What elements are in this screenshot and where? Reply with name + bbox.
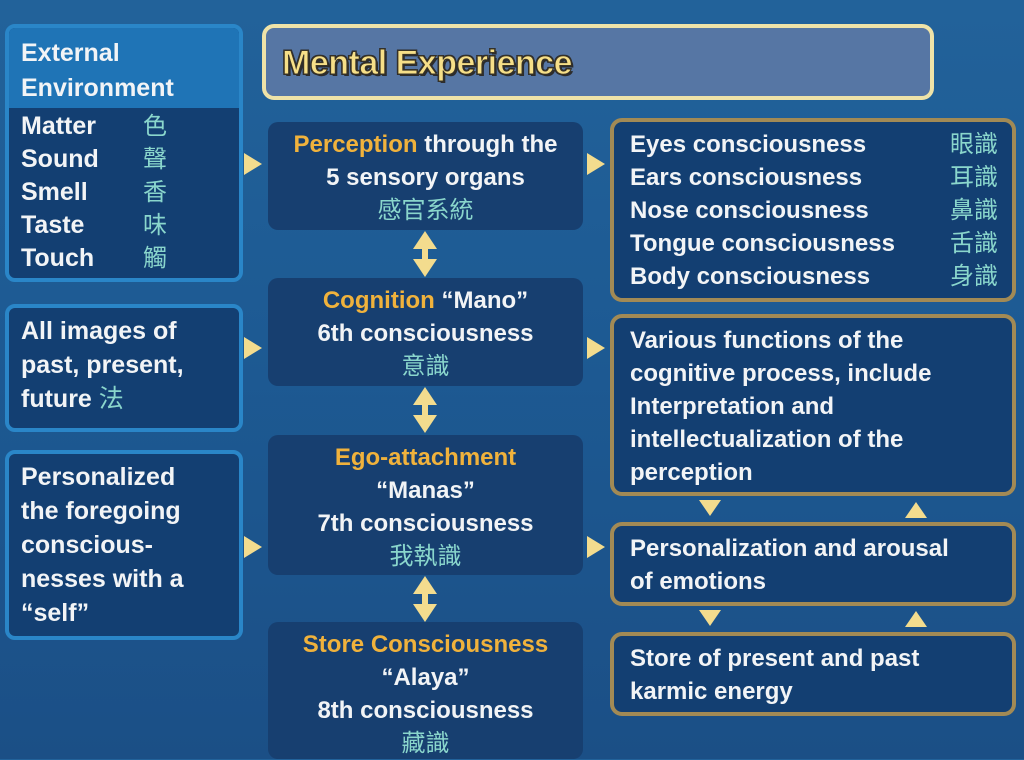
- text-line: 8th consciousness: [317, 697, 534, 724]
- text-rest: through the: [417, 131, 558, 158]
- sense-object-en: Touch: [21, 244, 95, 272]
- karmic-energy-box: Store of present and past karmic energy: [610, 632, 1016, 716]
- sense-object-zh: 味: [143, 211, 167, 239]
- consciousness-row: Tongue consciousness 舌識: [630, 227, 998, 260]
- arrow-right-icon: [587, 337, 605, 359]
- text-line: Cognition “Mano”: [268, 284, 583, 317]
- title-banner: Mental Experience: [262, 24, 934, 100]
- all-images-box: All images of past, present, future 法: [5, 304, 243, 432]
- text-line: 5 sensory organs: [326, 164, 525, 191]
- text-zh: 法: [98, 384, 124, 413]
- consciousness-row: Nose consciousness 鼻識: [630, 194, 998, 227]
- highlight-term: Cognition: [322, 287, 435, 314]
- double-arrow-vertical-icon: [413, 231, 437, 277]
- text-line: the foregoing: [21, 497, 181, 525]
- arrow-right-icon: [587, 536, 605, 558]
- text-line: nesses with a: [21, 565, 184, 593]
- arrow-down-icon: [699, 500, 721, 516]
- sense-object-row: Sound 聲: [21, 143, 229, 176]
- consciousness-en: Tongue consciousness: [630, 230, 895, 257]
- text-line: past, present,: [21, 351, 184, 379]
- heading-line: External: [21, 39, 120, 67]
- text-line: All images of: [21, 317, 177, 345]
- arrow-down-icon: [699, 610, 721, 626]
- text-line: 7th consciousness: [317, 510, 534, 537]
- highlight-term: Perception: [293, 131, 418, 158]
- consciousness-row: Eyes consciousness 眼識: [630, 128, 998, 161]
- consciousness-zh: 耳識: [950, 163, 998, 191]
- text-line: cognitive process, include: [630, 360, 932, 387]
- text-line: Interpretation and: [630, 393, 835, 420]
- text-zh: 藏識: [401, 729, 450, 757]
- sense-object-row: Matter 色: [21, 110, 229, 143]
- text-line: Personalized: [21, 463, 176, 491]
- double-arrow-vertical-icon: [413, 576, 437, 622]
- sense-object-en: Smell: [21, 178, 88, 206]
- arrow-up-icon: [905, 502, 927, 518]
- text-line: conscious-: [21, 531, 153, 559]
- emotions-box: Personalization and arousal of emotions: [610, 522, 1016, 606]
- text-zh: 感官系統: [377, 196, 474, 224]
- sense-object-zh: 聲: [143, 145, 167, 173]
- text-zh: 我執識: [389, 542, 462, 570]
- cognition-box: Cognition “Mano” 6th consciousness 意識: [268, 278, 583, 386]
- sense-object-en: Matter: [21, 112, 97, 140]
- text-line: intellectualization of the: [630, 426, 904, 453]
- consciousness-row: Ears consciousness 耳識: [630, 161, 998, 194]
- cognitive-functions-box: Various functions of the cognitive proce…: [610, 314, 1016, 496]
- consciousness-zh: 鼻識: [950, 196, 998, 224]
- text-line: Personalization and arousal: [630, 535, 949, 562]
- text-line: of emotions: [630, 568, 766, 595]
- personalized-self-box: Personalized the foregoing conscious- ne…: [5, 450, 243, 640]
- page-title: Mental Experience: [281, 44, 573, 83]
- arrow-right-icon: [244, 153, 262, 175]
- double-arrow-vertical-icon: [413, 387, 437, 433]
- text-line: Various functions of the: [630, 327, 904, 354]
- sense-object-row: Taste 味: [21, 209, 229, 242]
- external-environment-box: External Environment Matter 色 Sound 聲 Smel…: [5, 24, 243, 282]
- text-line: perception: [630, 459, 753, 486]
- text-rest: “Mano”: [434, 287, 529, 314]
- sense-object-zh: 觸: [143, 244, 167, 272]
- highlight-term: Store Consciousness: [302, 631, 549, 658]
- arrow-right-icon: [587, 153, 605, 175]
- text-line: Store of present and past: [630, 645, 920, 672]
- arrow-up-icon: [905, 611, 927, 627]
- highlight-term: Ego-attachment: [334, 444, 517, 471]
- sense-object-row: Smell 香: [21, 176, 229, 209]
- consciousness-en: Body consciousness: [630, 263, 871, 290]
- consciousness-en: Eyes consciousness: [630, 131, 867, 158]
- consciousness-en: Ears consciousness: [630, 164, 863, 191]
- consciousness-zh: 舌識: [950, 229, 998, 257]
- sense-consciousness-box: Eyes consciousness 眼識 Ears consciousness 耳…: [610, 118, 1016, 302]
- consciousness-row: Body consciousness 身識: [630, 260, 998, 293]
- consciousness-zh: 眼識: [950, 130, 998, 158]
- text-line: future 法: [21, 382, 227, 416]
- sense-object-zh: 色: [143, 112, 167, 140]
- sense-object-en: Taste: [21, 211, 85, 239]
- text-en: future: [21, 385, 92, 413]
- sense-object-row: Touch 觸: [21, 242, 229, 275]
- text-line: Perception through the: [268, 128, 583, 161]
- consciousness-zh: 身識: [950, 262, 998, 290]
- sense-object-zh: 香: [143, 178, 167, 206]
- external-environment-heading: External Environment: [9, 28, 239, 108]
- ego-attachment-box: Ego-attachment “Manas” 7th consciousness…: [268, 435, 583, 575]
- text-line: “self”: [21, 599, 90, 627]
- arrow-right-icon: [244, 536, 262, 558]
- store-consciousness-box: Store Consciousness “Alaya” 8th consciou…: [268, 622, 583, 759]
- text-line: “Alaya”: [381, 664, 470, 691]
- consciousness-en: Nose consciousness: [630, 197, 869, 224]
- text-line: 6th consciousness: [317, 320, 534, 347]
- perception-box: Perception through the 5 sensory organs …: [268, 122, 583, 230]
- heading-line: Environment: [21, 74, 174, 102]
- text-zh: 意識: [401, 352, 450, 380]
- text-line: karmic energy: [630, 678, 793, 705]
- sense-object-en: Sound: [21, 145, 99, 173]
- arrow-right-icon: [244, 337, 262, 359]
- text-line: “Manas”: [376, 477, 475, 504]
